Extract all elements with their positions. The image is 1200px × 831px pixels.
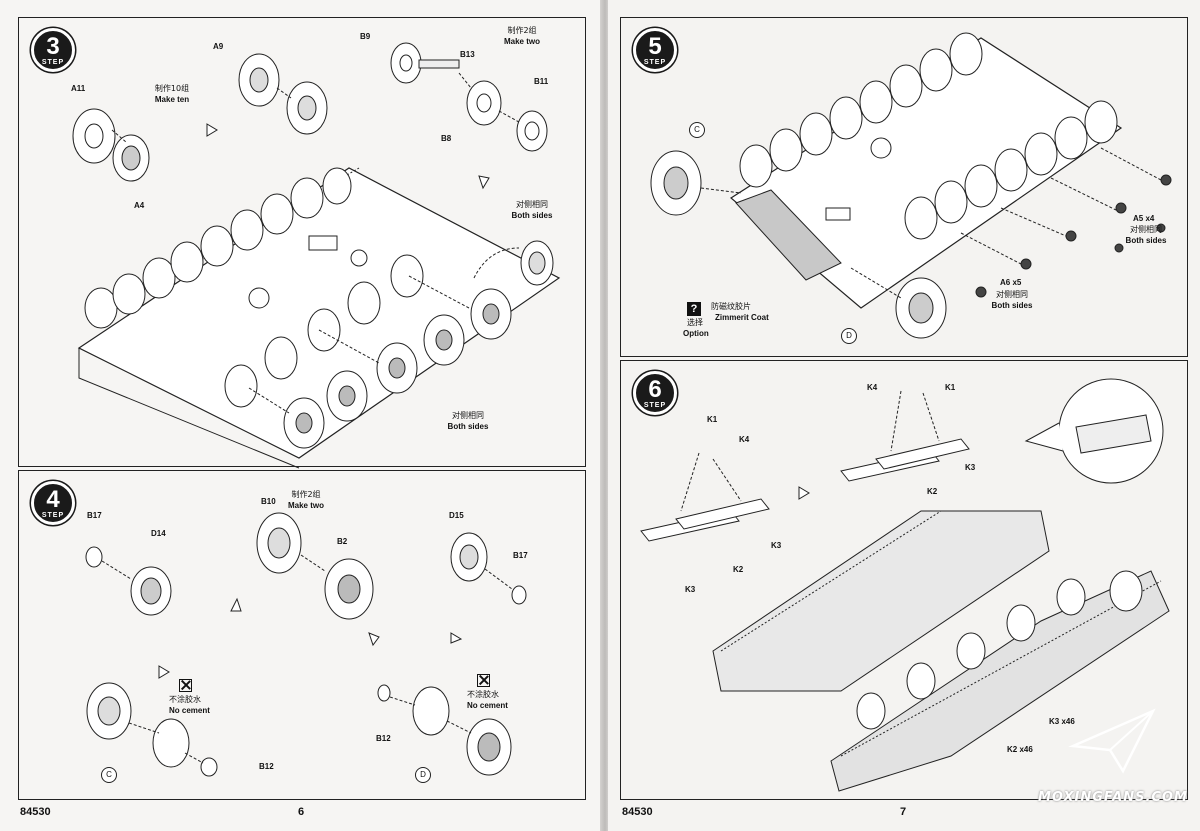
make-two-cn: 制作2组 <box>291 490 321 499</box>
step-6-panel: 6 STEP <box>620 360 1188 800</box>
part-label-b12-right: B12 <box>376 734 391 743</box>
no-cement-icon <box>179 679 192 692</box>
step-word: STEP <box>41 512 65 519</box>
step-3-panel: 3 STEP <box>18 17 586 469</box>
step-5-illustration <box>650 32 1172 339</box>
part-label-b2: B2 <box>337 537 348 546</box>
paper-plane-logo <box>1068 708 1156 774</box>
step-word: STEP <box>643 402 667 409</box>
part-label-b13: B13 <box>460 50 475 59</box>
step-5-panel: 5 STEP <box>620 17 1188 357</box>
zimmerit-cn: 防磁纹胶片 <box>711 302 751 311</box>
part-label-b12-left: B12 <box>259 762 274 771</box>
both-sides-cn-1: 对侧相同 <box>516 200 548 209</box>
step-word: STEP <box>41 59 65 66</box>
both-sides-en-2: Both sides <box>447 422 489 431</box>
no-cement-cn-1: 不涂胶水 <box>169 695 201 704</box>
part-label-k3-left-a: K3 <box>771 541 782 550</box>
part-label-k3-left-b: K3 <box>685 585 696 594</box>
left-page-number: 6 <box>298 806 305 818</box>
marker-c: C <box>101 767 117 783</box>
make-two-en: Make two <box>287 501 324 510</box>
part-label-a9: A9 <box>213 42 224 51</box>
left-product-code: 84530 <box>20 806 51 818</box>
step-number: 4 <box>46 486 60 513</box>
both-sides-en-1: Both sides <box>1125 236 1167 245</box>
no-cement-en-2: No cement <box>467 701 508 710</box>
both-sides-en-2: Both sides <box>991 301 1033 310</box>
step-4-illustration <box>85 512 527 777</box>
make-ten-cn: 制作10组 <box>154 84 190 93</box>
step-4-panel: 4 STEP <box>18 470 586 800</box>
watermark: MOXINGFANS.COM <box>1038 790 1188 805</box>
part-label-k2-right: K2 <box>927 487 938 496</box>
part-label-b11: B11 <box>534 77 549 86</box>
part-label-a5: A5 x4 <box>1133 214 1155 223</box>
step-6-badge: 6 STEP <box>633 371 677 415</box>
step-3-badge: 3 STEP <box>31 28 75 72</box>
part-label-k1-right: K1 <box>945 383 956 392</box>
part-label-b17-left: B17 <box>87 511 102 520</box>
both-sides-cn-2: 对侧相同 <box>452 411 484 420</box>
part-label-k4-left: K4 <box>739 435 750 444</box>
part-label-a11: A11 <box>71 84 86 93</box>
step-number: 3 <box>46 33 60 60</box>
part-label-k4-right: K4 <box>867 383 878 392</box>
make-ten-en: Make ten <box>154 95 190 104</box>
part-label-a4: A4 <box>134 201 145 210</box>
zimmerit-en: Zimmerit Coat <box>715 313 769 322</box>
part-label-d14: D14 <box>151 529 166 538</box>
no-cement-en-1: No cement <box>169 706 210 715</box>
both-sides-en-1: Both sides <box>511 211 553 220</box>
option-en: Option <box>683 329 709 338</box>
option-icon: ? <box>687 302 701 316</box>
k3-count: K3 x46 <box>1049 717 1075 726</box>
make-two-en: Make two <box>503 37 540 46</box>
step-6-illustration <box>640 378 1170 792</box>
right-page-number: 7 <box>900 806 907 818</box>
both-sides-cn-1: 对侧相同 <box>1130 225 1162 234</box>
left-page: 3 STEP <box>0 0 604 831</box>
marker-c: C <box>689 122 705 138</box>
part-label-k3-right: K3 <box>965 463 976 472</box>
part-label-k1-left: K1 <box>707 415 718 424</box>
part-label-d15: D15 <box>449 511 464 520</box>
part-label-b8: B8 <box>441 134 452 143</box>
both-sides-cn-2: 对侧相同 <box>996 290 1028 299</box>
part-label-k2-left: K2 <box>733 565 744 574</box>
part-label-b10: B10 <box>261 497 276 506</box>
step-number: 5 <box>648 33 662 60</box>
step-3-illustration <box>72 42 561 469</box>
book-gutter <box>600 0 610 831</box>
right-product-code: 84530 <box>622 806 653 818</box>
part-label-b9: B9 <box>360 32 371 41</box>
step-4-badge: 4 STEP <box>31 481 75 525</box>
right-page: 5 STEP <box>608 0 1200 831</box>
step-word: STEP <box>643 59 667 66</box>
step-5-badge: 5 STEP <box>633 28 677 72</box>
no-cement-cn-2: 不涂胶水 <box>467 690 499 699</box>
marker-d: D <box>415 767 431 783</box>
part-label-b17-right: B17 <box>513 551 528 560</box>
marker-d: D <box>841 328 857 344</box>
no-cement-icon <box>477 674 490 687</box>
part-label-a6: A6 x5 <box>1000 278 1022 287</box>
step-number: 6 <box>648 376 662 403</box>
k2-count: K2 x46 <box>1007 745 1033 754</box>
option-cn: 选择 <box>687 318 703 327</box>
make-two-cn: 制作2组 <box>507 26 537 35</box>
